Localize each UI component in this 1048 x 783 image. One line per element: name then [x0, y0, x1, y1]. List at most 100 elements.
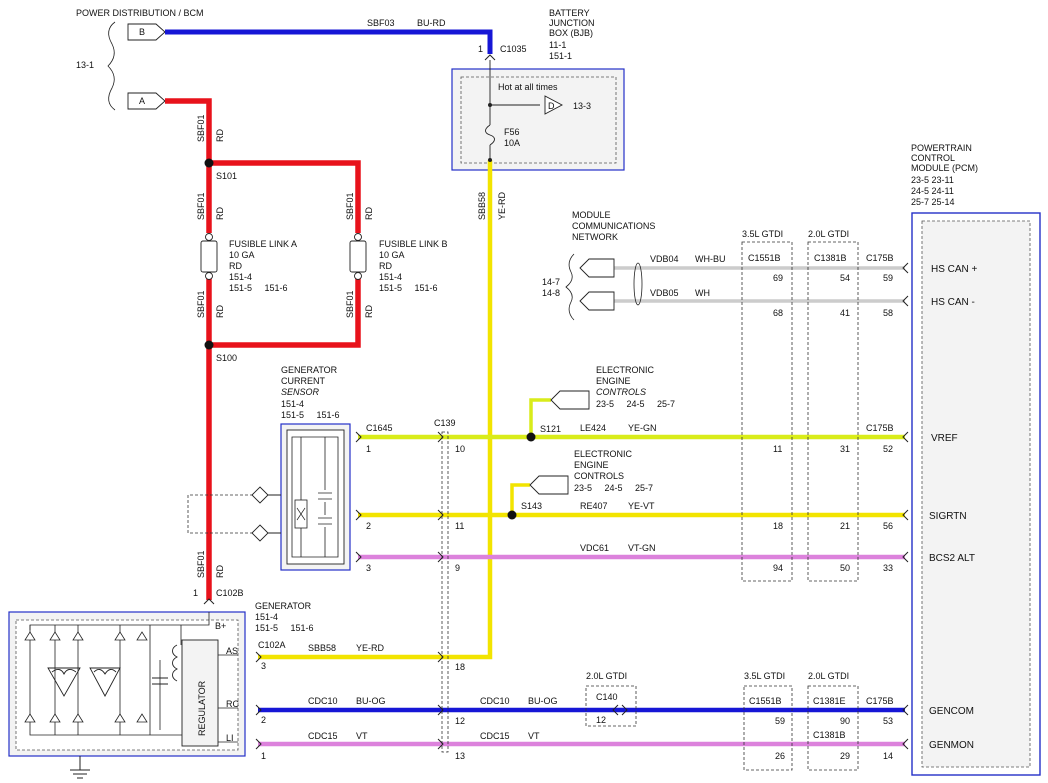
bjb-hot-label: Hot at all times — [498, 82, 558, 92]
gtdi35-top-pin-94: 94 — [773, 563, 783, 573]
pcm-connector-vref: C175B — [866, 423, 894, 433]
connector-chevrons — [203, 431, 444, 750]
c139-label: C139 — [434, 418, 456, 428]
wire-sbf01-label-3a: SBF01 — [345, 192, 355, 220]
fusible-link-a[interactable] — [200, 233, 218, 280]
pcm-pin-chevrons — [902, 262, 909, 750]
wire-sbb58-color: YE-RD — [356, 643, 385, 653]
gtdi35-top-box[interactable] — [741, 241, 793, 582]
wire-sbf01-top[interactable] — [165, 98, 212, 233]
bjb-bottom-node — [488, 158, 492, 162]
gtdi35-bottom-box[interactable] — [743, 685, 793, 771]
pcm-connector-bottom: C175B — [866, 696, 894, 706]
bjb-internal-wire — [489, 60, 540, 160]
wire-sbf01-mid-b[interactable] — [209, 278, 361, 348]
wire-sbf01-label-5b: RD — [364, 305, 374, 318]
wire-sbb58-vertical[interactable] — [445, 160, 493, 660]
bjb-tap-pin: D — [548, 101, 555, 111]
gtdi20-bottom-box[interactable] — [807, 685, 859, 771]
fusible-link-a-line-1: FUSIBLE LINK A — [229, 239, 297, 249]
fusible-link-b-line-5: 151-5 151-6 — [379, 283, 438, 293]
pcm-signal-hs-can-minus: HS CAN - — [931, 297, 975, 308]
bjb-connector-mark — [484, 54, 496, 61]
pcm-pin-59: 59 — [883, 273, 893, 283]
bjb-title-2: JUNCTION — [549, 18, 595, 28]
mcn-ref-2: 14-8 — [542, 288, 560, 298]
bjb-fuse-label: F56 — [504, 127, 520, 137]
wire-sbf01-label-5a: SBF01 — [345, 290, 355, 318]
c139-pin-11: 11 — [455, 521, 464, 531]
generator-regulator-box[interactable] — [181, 639, 219, 747]
c140-label: C140 — [596, 692, 618, 702]
eec2-connector[interactable] — [529, 475, 569, 495]
c140-pin: 12 — [596, 715, 606, 725]
gcs-diamond-1 — [251, 486, 281, 504]
gcs-sensor-link — [187, 494, 268, 534]
c139-connector[interactable] — [441, 431, 449, 753]
mcn-title-3: NETWORK — [572, 232, 618, 242]
mcn-connector-1[interactable] — [579, 258, 615, 278]
splice-s121-label: S121 — [540, 424, 561, 434]
gtdi20-top-box[interactable] — [807, 241, 859, 582]
wire-sbf03[interactable] — [165, 29, 493, 54]
wire-sbf01-label-4b: RD — [215, 305, 225, 318]
pcm-ref-3: 25-7 25-14 — [911, 197, 955, 207]
wire-vdc61-circuit: VDC61 — [580, 543, 609, 553]
wire-vdb04-color: WH-BU — [695, 254, 726, 264]
pcm-pin-52: 52 — [883, 444, 893, 454]
pcm-module-inner — [921, 220, 1031, 768]
wire-re407-circuit: RE407 — [580, 501, 608, 511]
wire-sbf01-label-6a: SBF01 — [196, 550, 206, 578]
bjb-fuse-rating: 10A — [504, 138, 520, 148]
splice-s121-dot[interactable] — [526, 432, 536, 442]
eec2-title-1: ELECTRONIC — [574, 449, 633, 459]
eec1-title-2: ENGINE — [596, 376, 631, 386]
generator-stator-2 — [89, 667, 121, 697]
wire-re407-color: YE-VT — [628, 501, 655, 511]
gcs-diamond-2 — [251, 524, 281, 542]
pcm-signal-gencom: GENCOM — [929, 706, 974, 717]
pcm-ref-2: 24-5 24-11 — [911, 186, 954, 196]
gcs-ref-1: 151-4 — [281, 399, 304, 409]
gcs-title-3: SENSOR — [281, 387, 320, 397]
fusible-link-b-line-1: FUSIBLE LINK B — [379, 239, 448, 249]
gtdi20-bottom-pin-90: 90 — [840, 716, 850, 726]
c140-box[interactable] — [585, 685, 637, 727]
gtdi35-bottom-pin-59: 59 — [775, 716, 785, 726]
generator-terminal-li: LI — [226, 733, 234, 743]
wire-le424-color: YE-GN — [628, 423, 657, 433]
wire-sbb58-label-b: YE-RD — [497, 191, 507, 220]
c140-title: 2.0L GTDI — [586, 671, 627, 681]
power-distribution-title: POWER DISTRIBUTION / BCM — [76, 8, 204, 18]
gtdi35-top-connector: C1551B — [748, 253, 781, 263]
fusible-link-b-line-4: 151-4 — [379, 272, 402, 282]
bjb-box[interactable] — [451, 68, 625, 171]
pcm-signal-bcs2-alt: BCS2 ALT — [929, 553, 975, 564]
wire-re407-branch[interactable] — [510, 483, 530, 515]
splice-s101-dot[interactable] — [204, 158, 214, 168]
eec1-connector[interactable] — [550, 390, 590, 410]
gtdi20-bottom-title: 2.0L GTDI — [808, 671, 849, 681]
gtdi35-top-pin-68: 68 — [773, 308, 783, 318]
wire-sbf01-loop-top[interactable] — [209, 160, 361, 233]
generator-diodes — [24, 631, 148, 723]
bjb-fuse-icon[interactable] — [485, 124, 495, 146]
bjb-tap-arrow[interactable] — [544, 95, 563, 115]
bcm-pin-a-label: A — [139, 96, 145, 106]
splice-s100-dot[interactable] — [204, 340, 214, 350]
wire-sbf01-label-3b: RD — [364, 207, 374, 220]
pcm-pin-58: 58 — [883, 308, 893, 318]
mcn-connector-2[interactable] — [579, 291, 615, 311]
gtdi20-top-pin-54: 54 — [840, 273, 850, 283]
fusible-link-b[interactable] — [349, 233, 367, 280]
gtdi20-top-connector: C1381B — [814, 253, 847, 263]
splice-s143-dot[interactable] — [507, 510, 517, 520]
bcm-pin-a-connector[interactable] — [127, 92, 166, 110]
pcm-title-3: MODULE (PCM) — [911, 163, 978, 173]
bcm-pin-b-connector[interactable] — [127, 23, 166, 41]
gcs-title-2: CURRENT — [281, 376, 326, 386]
wire-le424-branch[interactable] — [529, 398, 551, 437]
gtdi35-top-title: 3.5L GTDI — [742, 229, 783, 239]
wire-cdc10-color-1: BU-OG — [356, 696, 386, 706]
fusible-link-a-line-2: 10 GA — [229, 250, 255, 260]
